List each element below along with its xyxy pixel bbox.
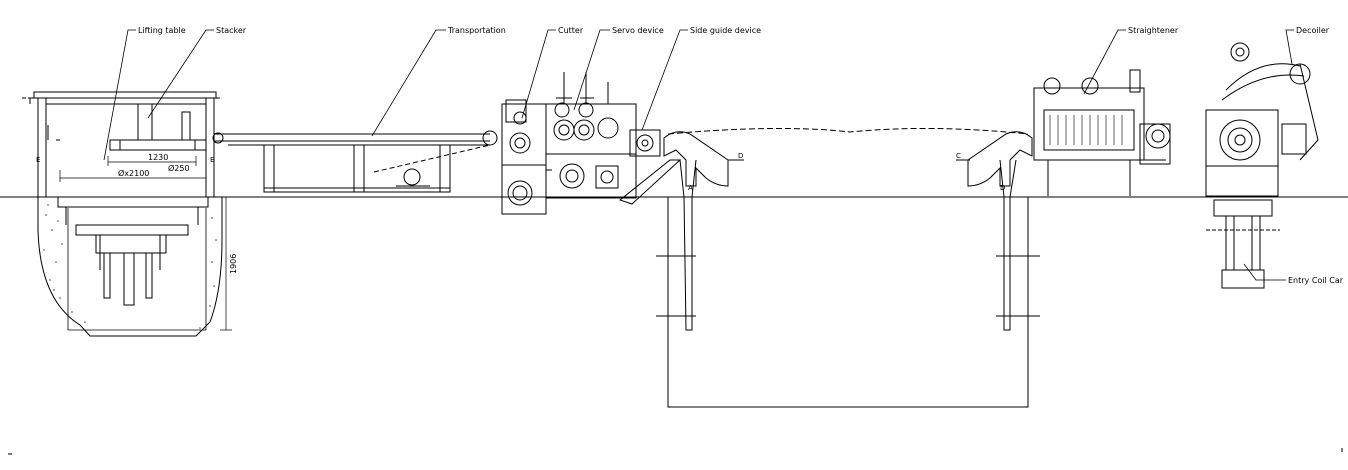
pit-marker-d: D: [1000, 184, 1005, 192]
arrow-marker-c: C: [956, 152, 961, 160]
dimension-1230: 1230: [148, 153, 168, 162]
callout-entry-coil-car: Entry Coil Car: [1288, 276, 1344, 285]
callout-servo-device: Servo device: [612, 26, 664, 35]
transportation-conveyor: [212, 130, 498, 193]
dimension-2100: Øx2100: [118, 168, 149, 178]
callout-cutter: Cutter: [558, 26, 584, 35]
side-guide-device-assembly: [618, 129, 682, 205]
loop-pit: [656, 127, 1040, 408]
section-marker-e-left: E: [36, 156, 40, 164]
stacker-assembly: [22, 91, 223, 337]
section-marker-e-right: E: [210, 156, 214, 164]
callout-transportation: Transportation: [447, 26, 506, 35]
straightener-hatch: [1049, 115, 1123, 145]
straightener-assembly: [1033, 69, 1171, 196]
callout-side-guide-device: Side guide device: [690, 26, 761, 35]
dimension-1906: 1906: [229, 254, 238, 274]
dimension-250: Ø250: [168, 163, 190, 173]
servo-device-assembly: [545, 72, 637, 199]
callout-decoiler: Decoiler: [1296, 26, 1330, 35]
dimension-lines: [59, 156, 232, 331]
callout-straightener: Straightener: [1128, 26, 1179, 35]
foundation-hatch: [43, 204, 217, 329]
arrow-marker-d: D: [738, 152, 743, 160]
callout-lifting-table: Lifting table: [138, 26, 186, 35]
callout-stacker: Stacker: [216, 26, 247, 35]
decoiler-assembly: [1205, 42, 1319, 289]
pit-marker-a: A: [688, 184, 693, 192]
callout-leaders: [103, 29, 1294, 281]
